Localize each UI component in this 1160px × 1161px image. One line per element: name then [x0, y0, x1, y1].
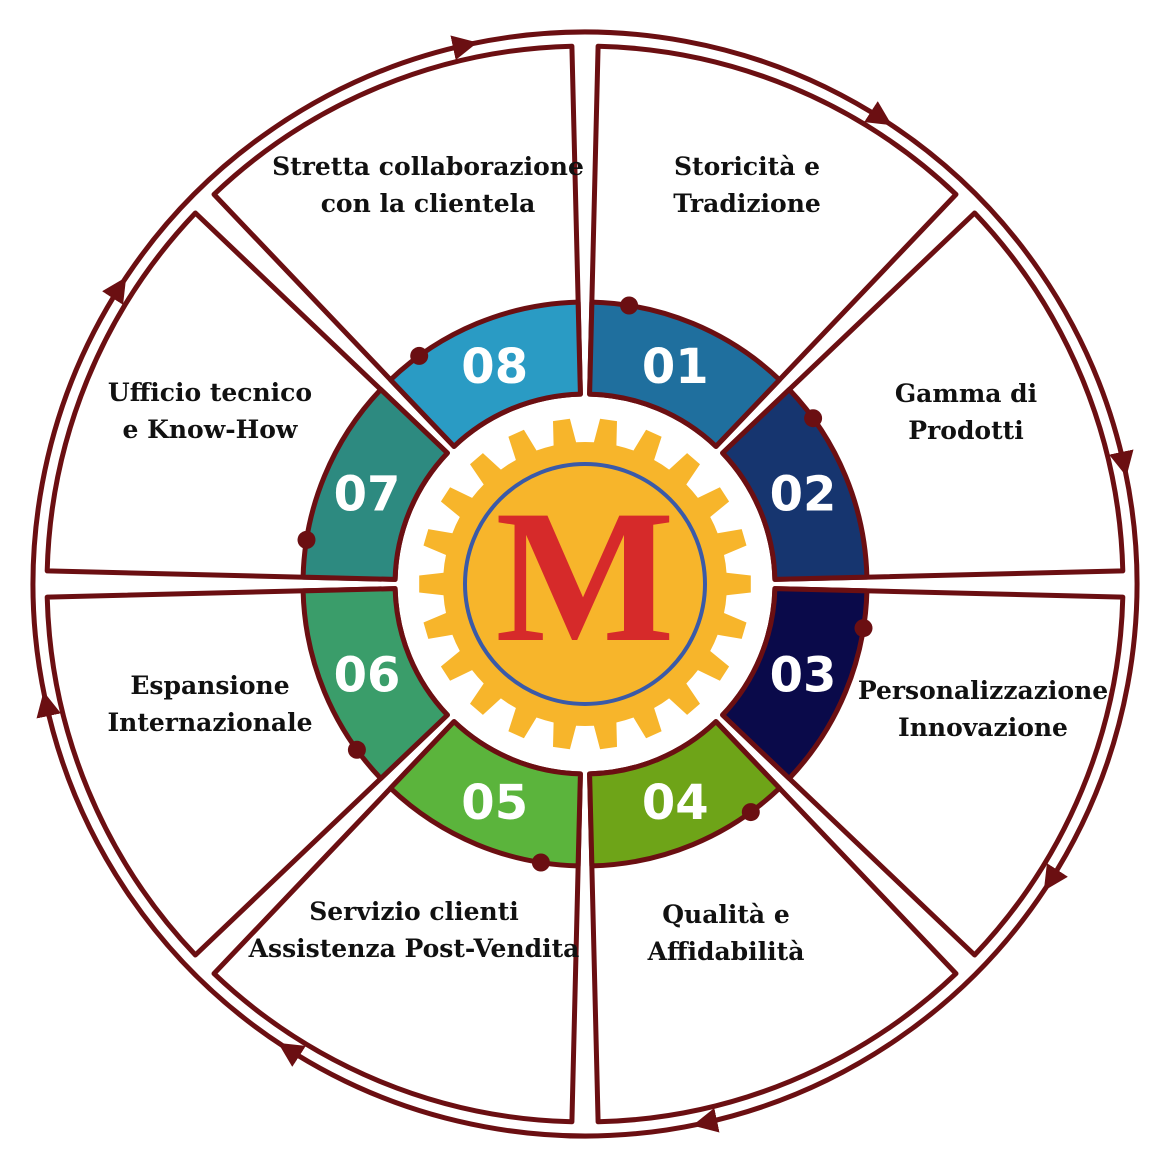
ring-dot	[347, 740, 366, 759]
ring-dot	[531, 853, 550, 872]
ring-dot	[410, 346, 429, 365]
label-line: Tradizione	[673, 189, 821, 218]
label-07: Ufficio tecnico e Know-How	[108, 378, 312, 444]
segment-number: 06	[334, 647, 401, 703]
label-line: e Know-How	[123, 415, 299, 444]
ring-dot	[620, 296, 639, 315]
ring-segment-06	[300, 586, 450, 781]
cycle-arrow	[469, 29, 892, 126]
label-02: Gamma di Prodotti	[895, 379, 1037, 445]
cycle-arrow	[120, 35, 478, 285]
label-line: Internazionale	[107, 708, 312, 737]
label-line: Espansione	[130, 671, 289, 700]
ring-dot	[804, 409, 823, 428]
segment-number: 07	[334, 467, 401, 523]
segment-number: 08	[461, 339, 528, 395]
ring-segment-04	[587, 719, 782, 869]
label-line: Innovazione	[898, 713, 1068, 742]
ring-dot	[297, 530, 316, 549]
segment-number: 05	[461, 775, 528, 831]
label-line: con la clientela	[321, 189, 536, 218]
label-04: Qualità e Affidabilità	[647, 900, 805, 966]
label-08: Stretta collaborazione con la clientela	[272, 152, 584, 218]
segment-number: 04	[642, 775, 709, 831]
label-line: Servizio clienti	[309, 897, 519, 926]
label-line: Storicità e	[674, 152, 820, 181]
ring-segment-03	[720, 586, 870, 781]
label-line: Prodotti	[908, 416, 1023, 445]
logo-letter: M	[495, 472, 674, 682]
label-line: Affidabilità	[647, 937, 805, 966]
ring-segment-01	[587, 299, 782, 449]
label-01: Storicità e Tradizione	[673, 152, 821, 218]
label-line: Assistenza Post-Vendita	[248, 934, 580, 963]
label-line: Ufficio tecnico	[108, 378, 312, 407]
ring-segment-05	[388, 719, 583, 869]
segment-number: 01	[642, 339, 709, 395]
segment-number: 03	[770, 647, 837, 703]
ring-dot	[741, 803, 760, 822]
ring-dot	[854, 619, 873, 638]
ring-segment-02	[720, 387, 870, 582]
cycle-arrow	[36, 691, 286, 1049]
label-line: Stretta collaborazione	[272, 152, 584, 181]
ring-segment-08	[388, 299, 583, 449]
cycle-arrow	[30, 277, 127, 700]
cycle-arrow	[884, 119, 1134, 477]
cycle-arrow	[278, 1042, 701, 1139]
ring-segment-07	[300, 387, 450, 582]
label-line: Personalizzazione	[858, 676, 1108, 705]
label-line: Gamma di	[895, 379, 1037, 408]
logo-circle	[463, 462, 707, 706]
cycle-arrow	[1043, 468, 1140, 891]
label-line: Qualità e	[662, 900, 790, 929]
segment-number: 02	[770, 467, 837, 523]
cycle-arrow	[692, 883, 1050, 1133]
